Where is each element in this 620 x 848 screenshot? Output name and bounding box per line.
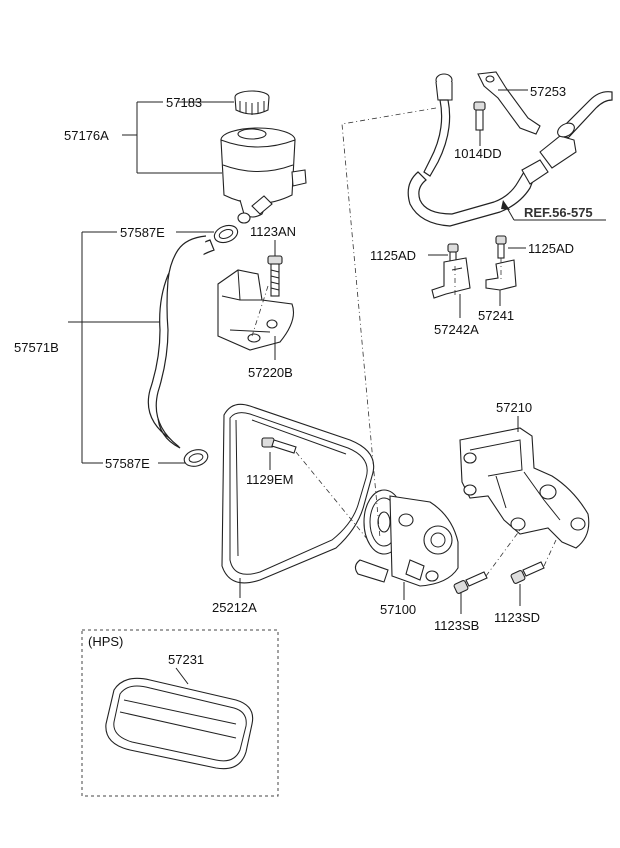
label-hps: (HPS)	[88, 634, 123, 649]
hose-57571B	[147, 235, 215, 449]
label-57100: 57100	[380, 602, 416, 617]
leader-lines-reservoir	[122, 101, 234, 174]
belt-25212A	[221, 403, 375, 584]
bolt-1014DD	[473, 101, 486, 131]
ref-arrow	[501, 200, 606, 221]
bracket-57220B	[217, 269, 295, 351]
label-57210: 57210	[496, 400, 532, 415]
bolt-1123SD	[510, 561, 545, 584]
hps-box	[81, 629, 279, 797]
bolt-1123SB	[453, 571, 488, 594]
label-57587E-bottom: 57587E	[105, 456, 150, 471]
label-57231: 57231	[168, 652, 204, 667]
clamp-top-57587E	[213, 224, 239, 244]
assembly-dash-lines	[251, 107, 557, 577]
label-57241: 57241	[478, 308, 514, 323]
label-1123SB: 1123SB	[434, 618, 479, 633]
label-1125AD-right: 1125AD	[528, 241, 574, 256]
pump-bracket-57210	[459, 427, 590, 549]
label-ref-56-575: REF.56-575	[524, 205, 593, 220]
belt-57231	[105, 677, 254, 770]
label-57220B: 57220B	[248, 365, 293, 380]
label-57176A: 57176A	[64, 128, 109, 143]
pressure-hose-assembly	[407, 73, 613, 227]
label-1125AD-left: 1125AD	[370, 248, 416, 263]
bracket-57242A	[431, 257, 471, 299]
clamp-bottom-57587E	[183, 449, 209, 467]
label-57587E-top: 57587E	[120, 225, 165, 240]
label-57183: 57183	[166, 95, 202, 110]
clamp-bracket-57253	[477, 71, 541, 135]
label-57242A: 57242A	[434, 322, 479, 337]
leader-lines-hose	[68, 231, 214, 464]
leader-57231	[175, 667, 189, 685]
reservoir-57176A	[220, 127, 307, 224]
label-57253: 57253	[530, 84, 566, 99]
label-25212A: 25212A	[212, 600, 257, 615]
label-1123SD: 1123SD	[494, 610, 540, 625]
bolt-1125AD-left	[447, 243, 459, 267]
power-steering-pump-57100	[354, 489, 459, 587]
bolt-1123AN	[267, 255, 283, 297]
bolt-1125AD-right	[495, 235, 507, 259]
bolt-1129EM	[261, 437, 297, 454]
label-1123AN: 1123AN	[250, 224, 296, 239]
label-57571B: 57571B	[14, 340, 59, 355]
reservoir-cap-57183	[234, 90, 270, 115]
label-1129EM: 1129EM	[246, 472, 293, 487]
label-1014DD: 1014DD	[454, 146, 502, 161]
